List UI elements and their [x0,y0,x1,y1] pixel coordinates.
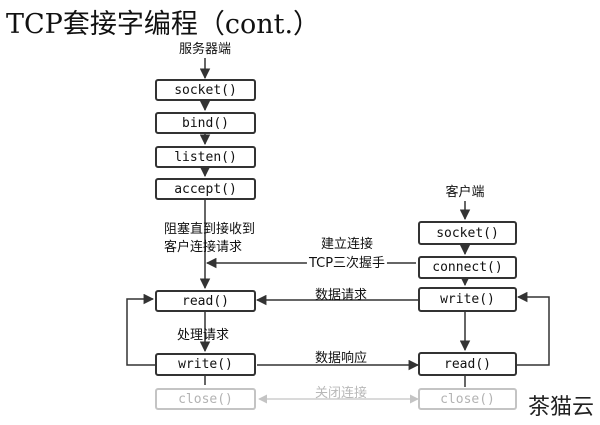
client-socket-box: socket() [418,221,517,245]
server-bind-box: bind() [155,112,256,134]
client-close-box: close() [418,388,517,410]
server-close-box: close() [155,388,256,410]
tcp-handshake-label: TCP三次握手 [306,252,388,271]
watermark-text: 茶猫云 [527,395,594,420]
client-connect-box: connect() [418,256,517,279]
server-label: 服务器端 [178,42,232,57]
server-accept-box: accept() [155,178,256,200]
data-response-label: 数据响应 [314,351,368,366]
client-label: 客户端 [445,185,485,200]
page-title: TCP套接字编程（cont.） [6,9,321,40]
client-flow-lines [459,201,550,387]
server-flow-lines [126,58,211,385]
data-request-label: 数据请求 [314,288,368,303]
process-request-text: 处理请求 [177,328,230,343]
server-write-box: write() [155,353,256,376]
client-read-box: read() [418,352,517,376]
close-connection-label: 关闭连接 [314,386,368,401]
message-lines [205,257,420,371]
establish-connection-label: 建立连接 [320,237,374,252]
server-socket-box: socket() [155,79,256,101]
block-text-line2: 客户连接请求 [164,240,243,255]
block-text-line1: 阻塞直到接收到 [164,222,256,237]
client-write-box: write() [418,287,517,312]
server-read-box: read() [155,290,256,312]
server-listen-box: listen() [155,146,256,168]
